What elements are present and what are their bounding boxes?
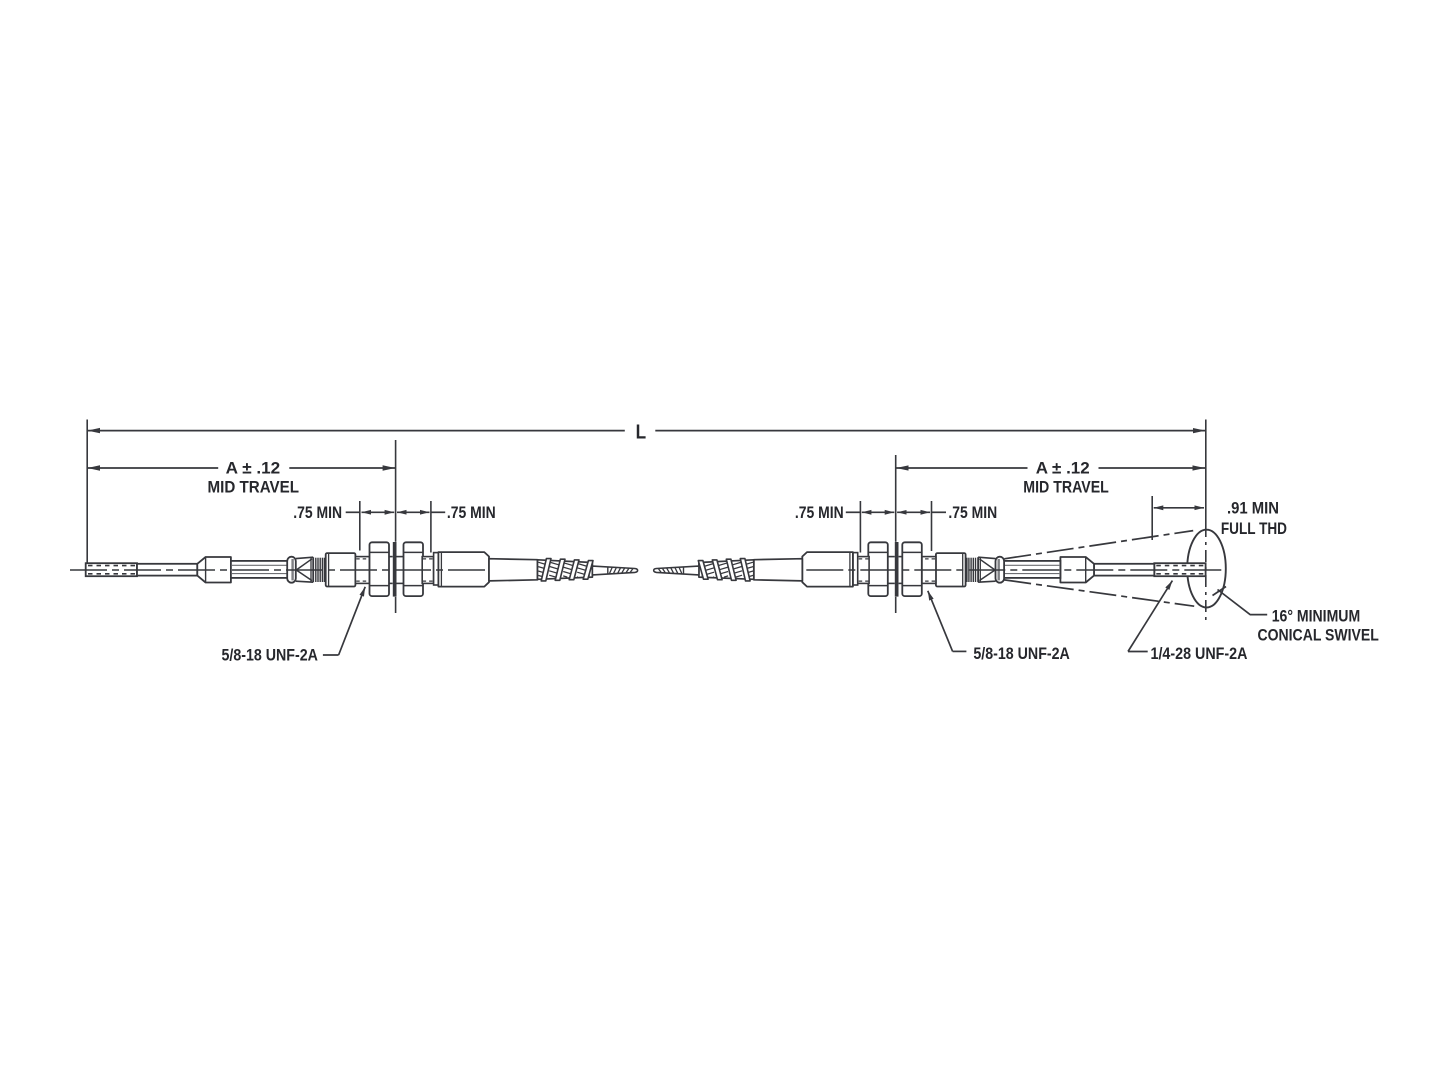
svg-text:L: L <box>636 422 647 444</box>
svg-text:CONICAL SWIVEL: CONICAL SWIVEL <box>1258 626 1379 645</box>
svg-text:.75 MIN: .75 MIN <box>447 503 496 522</box>
svg-text:1/4-28 UNF-2A: 1/4-28 UNF-2A <box>1151 644 1248 663</box>
svg-text:MID TRAVEL: MID TRAVEL <box>1023 477 1109 496</box>
svg-text:5/8-18 UNF-2A: 5/8-18 UNF-2A <box>973 644 1069 663</box>
svg-text:.75 MIN: .75 MIN <box>293 503 342 522</box>
svg-text:MID TRAVEL: MID TRAVEL <box>208 477 300 496</box>
svg-text:.75 MIN: .75 MIN <box>795 503 844 522</box>
svg-text:16° MINIMUM: 16° MINIMUM <box>1272 606 1361 625</box>
svg-text:5/8-18 UNF-2A: 5/8-18 UNF-2A <box>222 646 318 665</box>
svg-text:A ± .12: A ± .12 <box>226 459 281 478</box>
svg-text:.91 MIN: .91 MIN <box>1227 499 1279 518</box>
svg-text:A ± .12: A ± .12 <box>1036 459 1090 478</box>
svg-text:.75 MIN: .75 MIN <box>948 503 997 522</box>
svg-text:FULL THD: FULL THD <box>1221 519 1287 538</box>
